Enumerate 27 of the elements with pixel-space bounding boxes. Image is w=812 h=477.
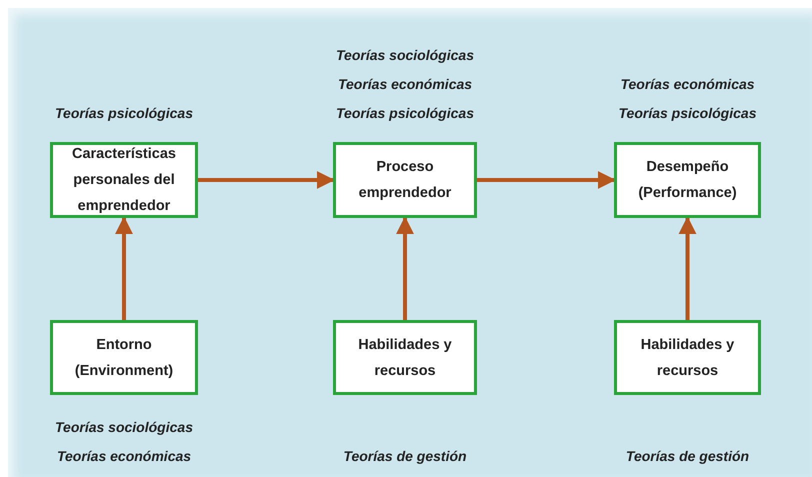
theory-label: Teorías psicológicas	[55, 104, 193, 123]
box-label: Proceso emprendedor	[358, 158, 452, 203]
text-box	[333, 142, 477, 218]
box-label: Habilidades y recursos	[640, 336, 736, 380]
theory-label: Teorías económicas	[620, 75, 755, 94]
theory-label: Teorías sociológicas	[55, 418, 193, 437]
box-label: Entorno (Environment)	[74, 336, 174, 380]
arrow	[115, 216, 133, 320]
text-box	[614, 142, 761, 218]
theory-label: Teorías psicológicas	[336, 104, 474, 123]
arrow	[477, 171, 616, 189]
text-box	[333, 320, 477, 395]
arrow	[678, 216, 696, 320]
theory-label: Teorías sociológicas	[336, 46, 474, 65]
text-box	[614, 320, 761, 395]
theory-label: Teorías de gestión	[343, 447, 467, 466]
theory-label: Teorías psicológicas	[618, 104, 756, 123]
arrow	[396, 216, 414, 320]
theory-label: Teorías de gestión	[626, 447, 750, 466]
text-box	[50, 320, 198, 395]
box-label: Habilidades y recursos	[357, 336, 453, 380]
text-box	[50, 142, 198, 218]
box-label: Características personales del emprendedor	[71, 145, 177, 216]
box-label: Desempeño (Performance)	[637, 158, 738, 203]
theory-label: Teorías económicas	[56, 447, 192, 466]
theory-label: Teorías económicas	[338, 75, 472, 94]
arrow	[198, 171, 335, 189]
